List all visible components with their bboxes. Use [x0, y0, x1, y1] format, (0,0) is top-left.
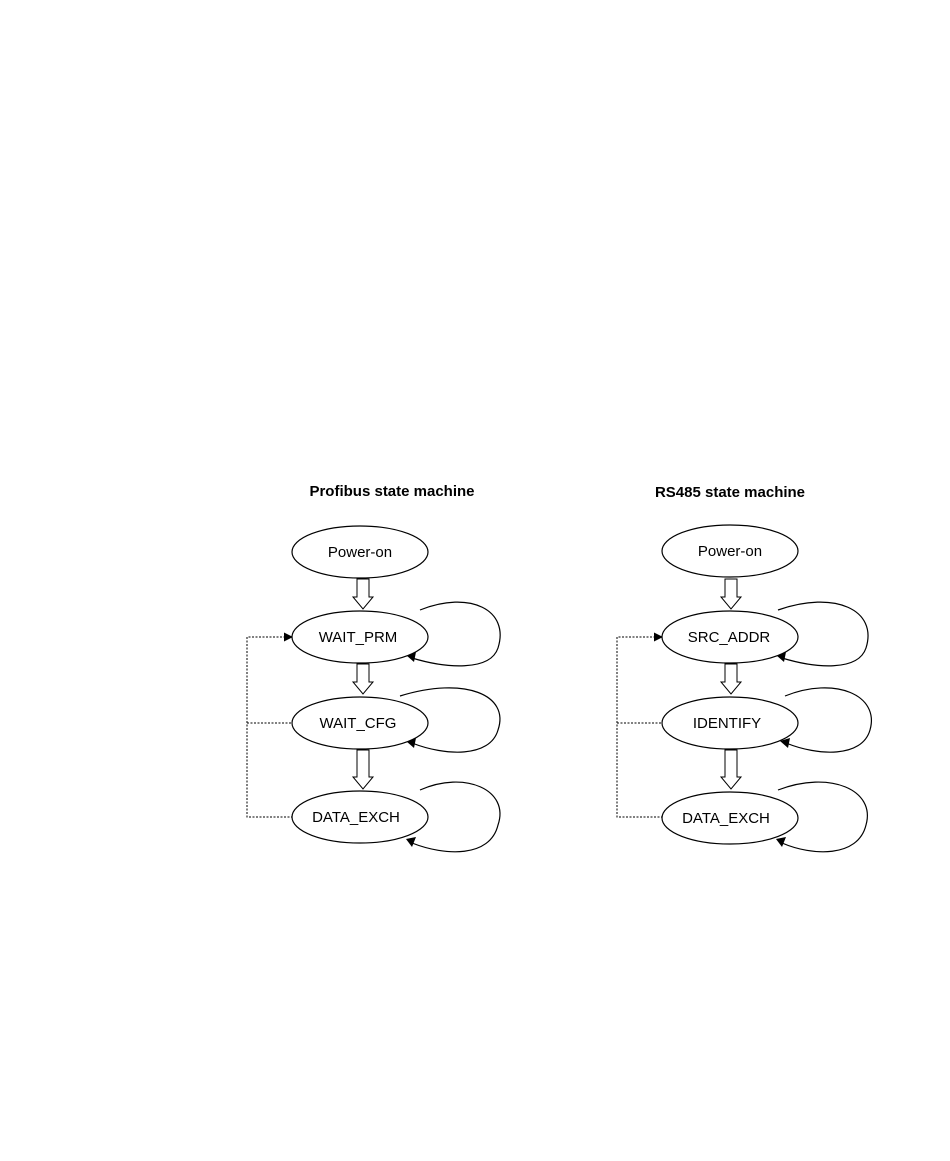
state-label: WAIT_CFG: [320, 715, 397, 732]
rs485-state-data-exch: DATA_EXCH: [662, 792, 798, 844]
rs485-arrow-src-to-identify: [721, 664, 741, 694]
rs485-title: RS485 state machine: [655, 484, 805, 501]
state-label: Power-on: [698, 543, 762, 560]
profibus-title: Profibus state machine: [309, 483, 474, 500]
rs485-state-src-addr: SRC_ADDR: [662, 611, 798, 663]
rs485-state-power-on: Power-on: [662, 525, 798, 577]
profibus-state-wait-cfg: WAIT_CFG: [292, 697, 428, 749]
profibus-state-data-exch: DATA_EXCH: [292, 791, 428, 843]
profibus-arrow-power-to-prm: [353, 579, 373, 609]
rs485-state-identify: IDENTIFY: [662, 697, 798, 749]
state-label: SRC_ADDR: [688, 629, 771, 646]
state-label: Power-on: [328, 544, 392, 561]
state-label: DATA_EXCH: [312, 809, 400, 826]
profibus-state-wait-prm: WAIT_PRM: [292, 611, 428, 663]
profibus-state-machine: Profibus state machine Power-on: [247, 483, 500, 852]
state-label: DATA_EXCH: [682, 810, 770, 827]
profibus-reset-line: [247, 633, 293, 818]
profibus-arrow-prm-to-cfg: [353, 664, 373, 694]
state-label: IDENTIFY: [693, 715, 761, 732]
rs485-state-machine: RS485 state machine Power-on: [617, 484, 871, 852]
rs485-arrow-identify-to-exch: [721, 750, 741, 789]
profibus-arrow-cfg-to-exch: [353, 750, 373, 789]
rs485-reset-line: [617, 633, 663, 818]
rs485-arrow-power-to-src: [721, 579, 741, 609]
state-label: WAIT_PRM: [319, 629, 398, 646]
profibus-state-power-on: Power-on: [292, 526, 428, 578]
